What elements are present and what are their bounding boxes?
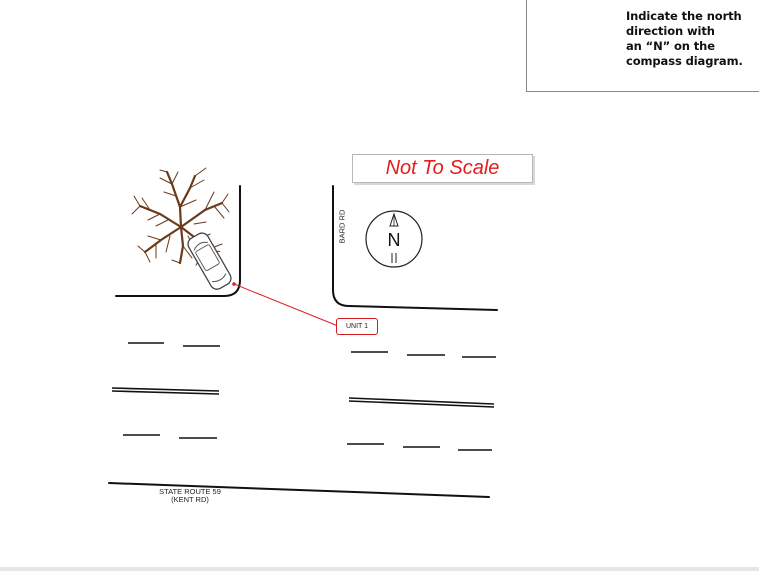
unit-leader-line [232,282,339,327]
vehicle-unit-1 [187,232,232,290]
side-road-label: BARD RD [337,209,347,244]
not-to-scale-label: Not To Scale [352,154,533,183]
instruction-panel: Indicate the north direction with an “N”… [526,0,759,92]
north-compass-icon [365,210,423,268]
south-curb [108,482,490,498]
compass-north-letter: N [388,230,401,250]
lane-markings-east [347,351,496,451]
northeast-curb [332,185,498,311]
main-road-label: STATE ROUTE 59 (KENT RD) [159,487,221,504]
lane-markings-west [111,342,220,439]
instruction-text: Indicate the north direction with an “N”… [626,9,743,68]
curb-lines [108,185,498,498]
unit-label: UNIT 1 [336,318,378,335]
northwest-curb [115,185,241,297]
bottom-divider [0,567,759,571]
